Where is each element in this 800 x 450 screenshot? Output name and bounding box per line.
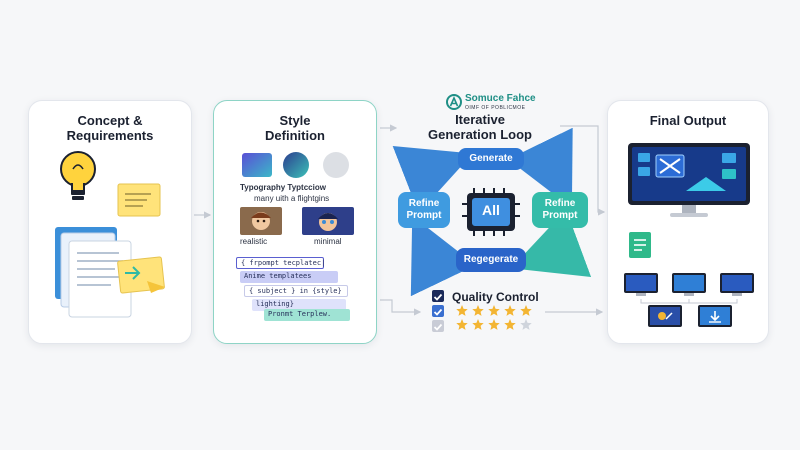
label-realistic: realistic [240, 237, 268, 246]
checkbox-checked-3 [432, 320, 444, 332]
lightbulb-icon [60, 151, 96, 200]
generate-step: Generate [458, 148, 524, 170]
label-minimal: minimal [314, 237, 342, 246]
ai-chip-icon [462, 188, 520, 236]
brand-mark-icon [446, 94, 462, 110]
prompt-template-line-5: Pronmt Terplew. [264, 309, 350, 321]
checkbox-checked-1 [432, 290, 444, 302]
qc-row1-star-2 [472, 305, 484, 316]
panel-style-definition: Style Definition Typography Typtcciow ma… [213, 100, 377, 344]
qc-row2-star-5 [520, 319, 532, 330]
monitor-icon [628, 143, 750, 217]
refine-right-line1: Refine [544, 198, 576, 209]
qc-row1-star-1 [456, 305, 468, 316]
quality-control-label: Quality Control [452, 290, 539, 304]
output-thumb-2 [672, 273, 706, 296]
refine-left-line1: Refine [408, 198, 440, 209]
qc-row2-star-3 [488, 319, 500, 330]
output-thumb-5 [698, 305, 732, 327]
brand-subtitle: OIMF OF POBLICMOE [465, 105, 526, 111]
refine-left-line2: Prompt [406, 210, 442, 221]
prompt-template-line-1: { frpompt tecplatec| [236, 257, 325, 269]
check-icon [433, 293, 443, 301]
regenerate-step: Regegerate [456, 248, 526, 272]
documents-icon [55, 227, 165, 318]
arrow-style-to-qc [380, 299, 422, 316]
refine-prompt-right-step: Refine Prompt [532, 192, 588, 228]
ai-chip-label: All [482, 202, 500, 218]
typography-sample-line2: many uith a flightgins [254, 194, 330, 203]
minimal-style-thumbnail [302, 207, 354, 235]
output-thumb-3 [720, 273, 754, 296]
typography-sample-line1: Typography Typtcciow [240, 183, 326, 192]
report-document-icon [629, 232, 651, 258]
prompt-template-line-3: { subject } in {style} [244, 285, 348, 297]
output-thumb-1 [624, 273, 658, 296]
qc-row2-star-1 [456, 319, 468, 330]
panel-concept-requirements: Concept & Requirements [28, 100, 192, 344]
panel-title: Final Output [649, 113, 727, 128]
prompt-template-line-2: Anime templatees [240, 271, 338, 283]
output-thumb-4 [648, 305, 682, 327]
panel-title-line2: Requirements [66, 128, 154, 143]
prompt-template-line-4: lighting} [252, 299, 346, 311]
output-gallery [624, 273, 754, 327]
arrow-loop-to-output-top [560, 125, 606, 216]
swatch-gray [323, 152, 349, 178]
realistic-style-thumbnail [240, 207, 282, 235]
panel-final-output: Final Output [607, 100, 769, 344]
color-swatches [242, 152, 349, 178]
qc-row1-star-4 [504, 305, 516, 316]
loop-arc-bottom-right [511, 209, 592, 277]
swatch-teal [283, 152, 309, 178]
check-icon [433, 323, 443, 331]
refine-right-line2: Prompt [542, 210, 578, 221]
loop-title-line2: Generation Loop [428, 127, 532, 142]
loop-arc-top-right [507, 127, 573, 209]
panel-title-line2: Definition [265, 128, 325, 143]
sticky-note-icon [117, 183, 161, 217]
loop-arc-top-left [392, 146, 473, 214]
loop-title-line1: Iterative [455, 112, 505, 127]
brand-name: Somuce Fahce [465, 93, 536, 104]
qc-row2-star-4 [504, 319, 516, 330]
swatch-purple [242, 153, 272, 177]
check-icon [433, 308, 443, 316]
qc-row2-star-2 [472, 319, 484, 330]
checkbox-checked-2 [432, 305, 444, 317]
refine-prompt-left-step: Refine Prompt [398, 192, 450, 228]
qc-row1-star-5 [520, 305, 532, 316]
qc-row1-star-3 [488, 305, 500, 316]
panel-title-line1: Concept & [77, 113, 143, 128]
panel-title-line1: Style [279, 113, 311, 128]
loop-arc-bottom-left [410, 215, 476, 297]
